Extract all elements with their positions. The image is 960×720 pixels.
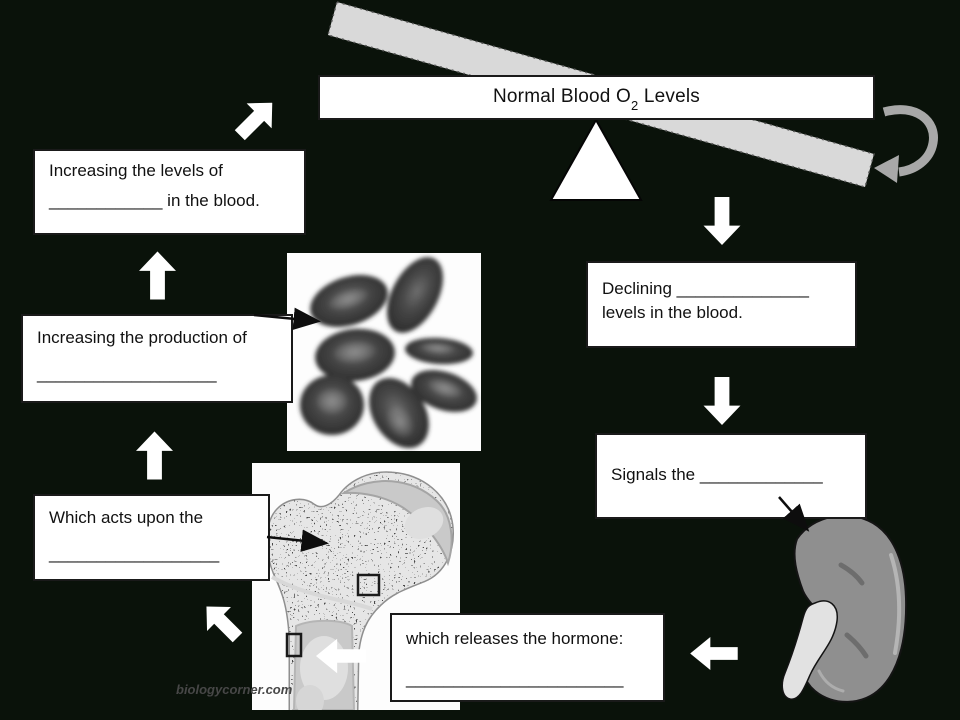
left-arrow-icon: [316, 638, 366, 674]
subscript-2: 2: [630, 98, 639, 114]
box-text-blank: Declining ______________: [602, 279, 810, 298]
up-arrow-icon: [136, 431, 173, 480]
kidney-shading: [844, 632, 869, 659]
up-left-arrow-icon: [194, 594, 251, 651]
box-text: which releases the hormone:: [406, 629, 624, 648]
red-blood-cell: [300, 257, 477, 449]
box-text-blank: __________________: [49, 544, 220, 563]
up-right-arrow-icon: [227, 90, 285, 148]
kidney-highlight: [889, 553, 902, 655]
femoral-head-cartilage: [340, 480, 453, 567]
flow-box-signals-the: Signals the _____________: [595, 433, 867, 519]
down-arrow-icon: [702, 197, 742, 245]
flow-box-releases-hormone: which releases the hormone: ____________…: [390, 613, 665, 702]
marrow-highlight: [296, 685, 324, 710]
down-arrow-icon: [702, 377, 742, 425]
watermark: biologycorner.com: [176, 682, 293, 697]
box-text-blank: ____________ in the blood.: [49, 191, 260, 210]
left-arrow-icon: [690, 637, 738, 670]
epiphyseal-line: [271, 575, 373, 611]
up-arrow-icon: [139, 251, 176, 300]
box-text-blank: ___________________: [37, 364, 217, 383]
red-blood-cells-image: [287, 253, 481, 451]
flow-box-which-acts-upon: Which acts upon the __________________: [33, 494, 270, 581]
flow-box-increasing-production: Increasing the production of ___________…: [21, 314, 293, 403]
flow-box-increasing-levels: Increasing the levels of ____________ in…: [33, 149, 306, 235]
kidney-shading: [838, 562, 865, 586]
kidney-image: [781, 514, 908, 703]
box-text: levels in the blood.: [602, 303, 743, 322]
box-text: Increasing the levels of: [49, 161, 223, 180]
box-text: Increasing the production of: [37, 328, 247, 347]
title-box: Normal Blood O2 Levels: [318, 75, 875, 120]
cartilage-highlight: [404, 507, 444, 539]
box-text: Which acts upon the: [49, 508, 204, 527]
title-text: Normal Blood O2 Levels: [492, 85, 700, 114]
kidney-highlight: [817, 669, 845, 693]
flow-box-declining-levels: Declining ______________ levels in the b…: [586, 261, 857, 348]
box-text-blank: Signals the _____________: [611, 465, 823, 484]
cycle-curved-arrow-icon: [874, 105, 938, 183]
box-text-blank: _______________________: [406, 669, 624, 688]
seesaw-fulcrum-triangle: [549, 117, 643, 201]
ureter: [781, 600, 838, 700]
